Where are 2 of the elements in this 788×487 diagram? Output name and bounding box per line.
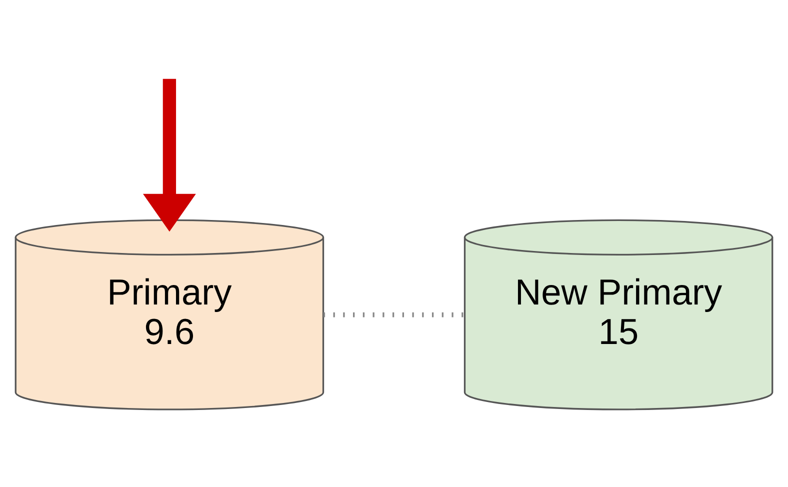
connector bbox=[323, 312, 465, 318]
arrow bbox=[143, 78, 196, 232]
